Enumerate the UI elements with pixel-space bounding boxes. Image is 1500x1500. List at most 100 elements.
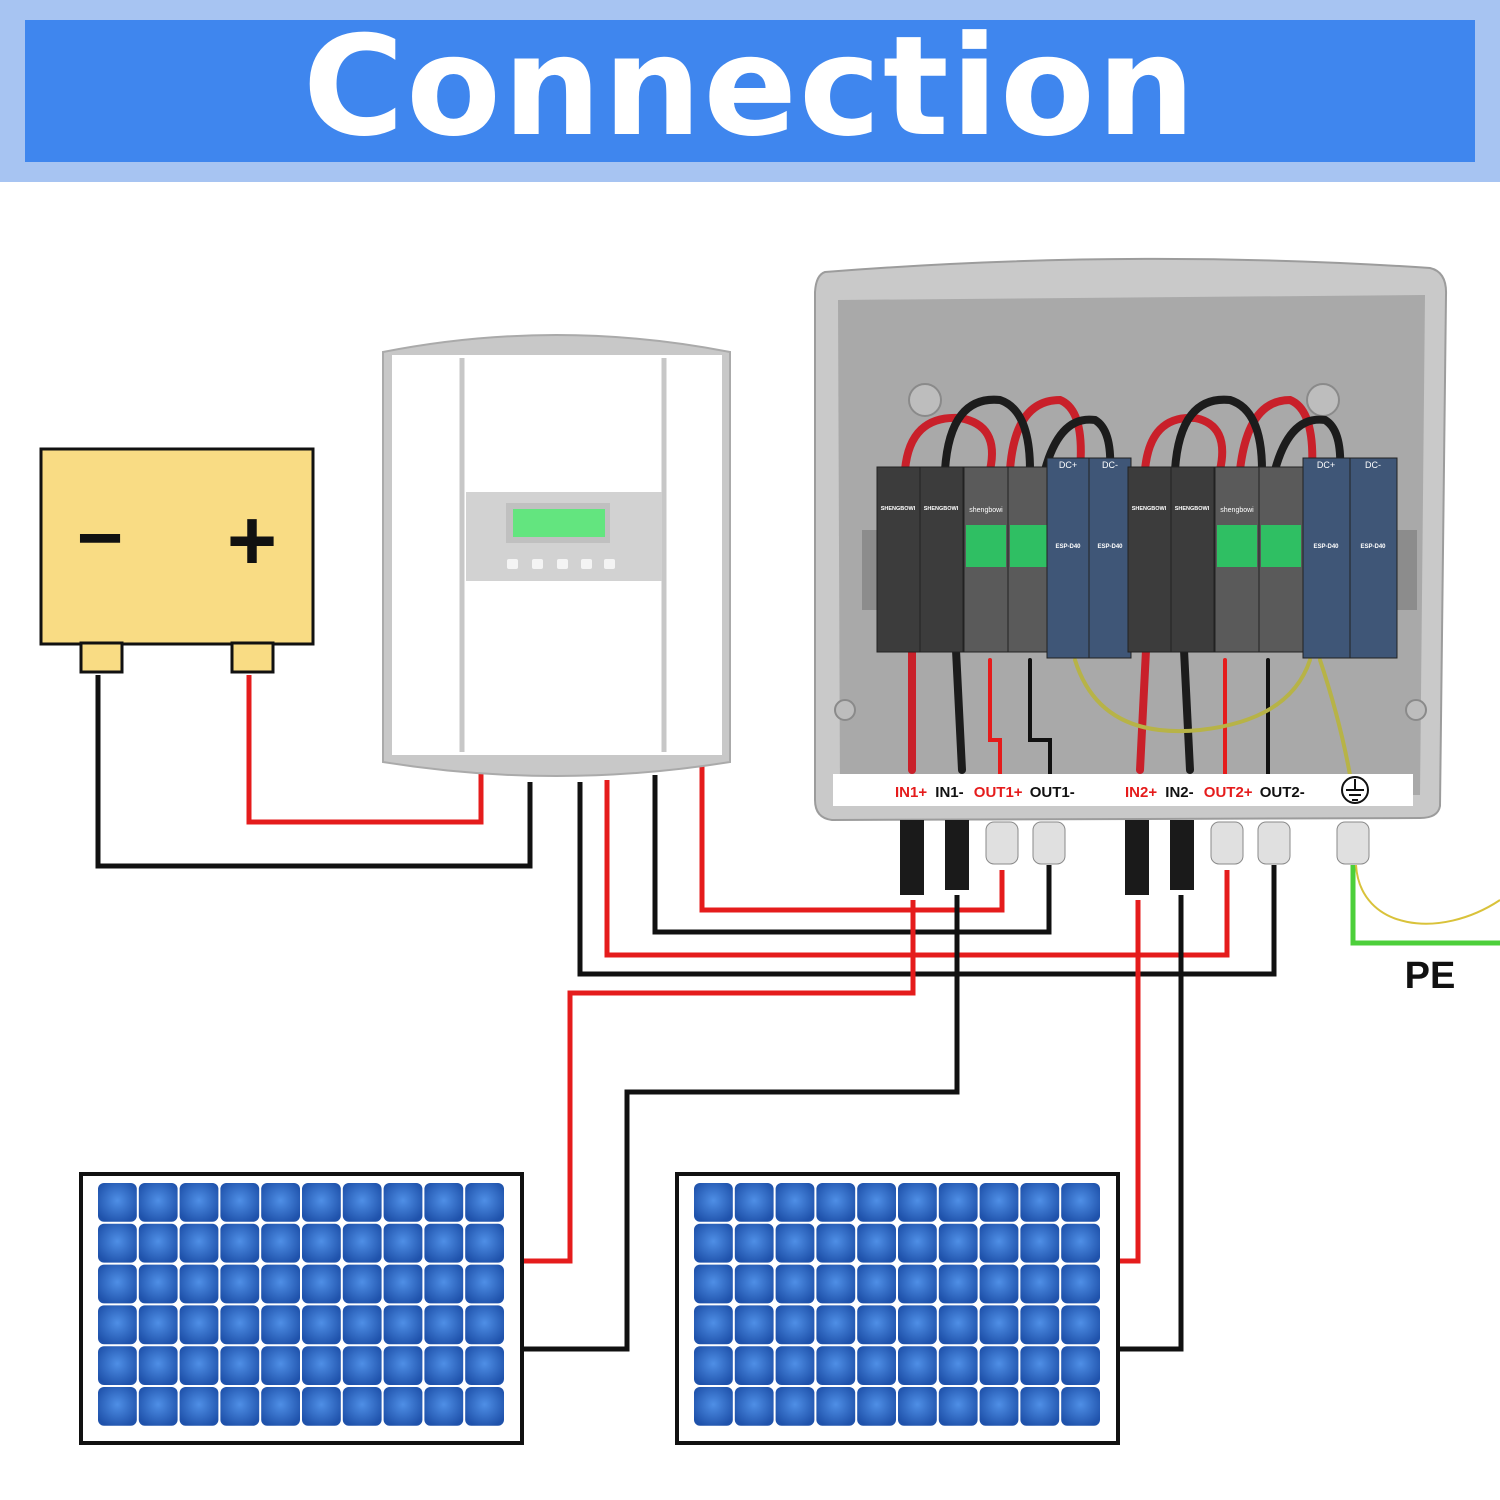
controller-button — [557, 559, 568, 569]
battery-terminal-positive — [230, 641, 275, 674]
surge-protector — [1302, 457, 1351, 659]
terminal-in1-minus: IN1- — [935, 784, 963, 801]
solar-cell — [734, 1387, 774, 1426]
mc4-connector — [1170, 820, 1194, 890]
solar-panel-2 — [675, 1172, 1120, 1445]
internal-wire-red — [1236, 395, 1317, 474]
solar-cell — [898, 1264, 937, 1304]
solar-cell — [775, 1305, 815, 1345]
wire-ctrl-out2-neg — [577, 782, 1277, 977]
wire-pe-ground — [1350, 865, 1500, 946]
solar-cell — [383, 1183, 423, 1222]
internal-wire-black — [1271, 415, 1345, 474]
mount-hole-icon — [1306, 383, 1340, 417]
solar-cell — [694, 1305, 733, 1345]
solar-cell — [898, 1223, 937, 1263]
solar-cell — [302, 1183, 341, 1222]
internal-wire-black — [1028, 658, 1052, 777]
terminal-labels: IN1+ IN1- OUT1+ OUT1- — [895, 784, 1075, 801]
internal-wire-black — [952, 646, 966, 774]
solar-cell — [342, 1183, 382, 1222]
mc4-connector — [1125, 820, 1149, 895]
wire-panel2-positive — [1120, 900, 1141, 1264]
module-group-1: SHENGBOWI SHENGBOWI shengbowi DC+ DC- ES… — [876, 457, 1132, 659]
terminal-in2-minus: IN2- — [1165, 784, 1193, 801]
battery: − + — [39, 447, 315, 674]
solar-cell — [302, 1305, 341, 1345]
solar-cell — [775, 1346, 815, 1385]
solar-cell — [342, 1305, 382, 1345]
internal-wiring — [901, 395, 1352, 777]
solar-cell — [938, 1223, 978, 1263]
solar-cell — [734, 1305, 774, 1345]
spd-label: DC+ — [1059, 460, 1077, 470]
solar-cell — [938, 1264, 978, 1304]
solar-cell — [816, 1305, 856, 1345]
terminal-out2-plus: OUT2+ — [1204, 784, 1253, 801]
solar-cell — [424, 1264, 464, 1304]
solar-cell — [302, 1223, 341, 1263]
wire-ctrl-out1-neg — [652, 775, 1052, 935]
solar-cell — [775, 1264, 815, 1304]
solar-cell — [979, 1305, 1019, 1345]
solar-cell — [979, 1183, 1019, 1222]
solar-cell — [857, 1387, 896, 1426]
solar-cell — [98, 1346, 137, 1385]
solar-cell — [342, 1223, 382, 1263]
breaker-toggle — [1261, 525, 1301, 567]
solar-cell — [179, 1223, 219, 1263]
spd-model: ESP-D40 — [1313, 544, 1339, 550]
solar-cell — [857, 1264, 896, 1304]
terminal-labels: IN2+ IN2- OUT2+ OUT2- — [1125, 784, 1305, 801]
solar-cell — [424, 1346, 464, 1385]
cable-gland — [985, 821, 1019, 865]
mount-hole-icon — [1405, 699, 1427, 721]
solar-cell — [138, 1305, 178, 1345]
wire-pe-ground-yellow — [1355, 864, 1500, 925]
solar-cell — [465, 1387, 504, 1426]
solar-cell — [261, 1305, 300, 1345]
breaker-brand: shengbowi — [969, 507, 1003, 514]
battery-terminal-negative — [79, 641, 124, 674]
cable-gland — [1257, 821, 1291, 865]
solar-cell — [1020, 1223, 1060, 1263]
solar-cell — [179, 1183, 219, 1222]
solar-cell — [1061, 1387, 1100, 1426]
solar-cell — [857, 1183, 896, 1222]
solar-cell — [857, 1346, 896, 1385]
breaker-toggle — [1010, 525, 1050, 567]
solar-cell — [220, 1264, 260, 1304]
solar-cell — [383, 1346, 423, 1385]
solar-cell — [302, 1346, 341, 1385]
internal-wire-black — [1171, 395, 1266, 474]
surge-protector — [1349, 457, 1398, 659]
terminal-out2-minus: OUT2- — [1260, 784, 1305, 801]
solar-cell — [938, 1183, 978, 1222]
solar-cell — [775, 1183, 815, 1222]
solar-cell — [383, 1387, 423, 1426]
solar-cell — [694, 1346, 733, 1385]
controller-button — [507, 559, 518, 569]
solar-cell — [179, 1387, 219, 1426]
surge-protector — [1046, 457, 1090, 659]
battery-plus-label: + — [227, 493, 277, 589]
solar-cell — [383, 1264, 423, 1304]
solar-cell — [465, 1264, 504, 1304]
terminal-out1-plus: OUT1+ — [974, 784, 1023, 801]
solar-panel-1 — [79, 1172, 524, 1445]
surge-protector — [1088, 457, 1132, 659]
solar-cell — [816, 1387, 856, 1426]
solar-cell — [1020, 1346, 1060, 1385]
solar-cell — [302, 1387, 341, 1426]
spd-label: DC- — [1365, 460, 1381, 470]
solar-cell — [898, 1346, 937, 1385]
solar-cell — [138, 1183, 178, 1222]
cable-gland — [1032, 821, 1066, 865]
mc4-connector — [900, 820, 924, 895]
solar-cell — [465, 1223, 504, 1263]
solar-cell — [98, 1387, 137, 1426]
spd-label: DC- — [1102, 460, 1118, 470]
solar-cell — [979, 1223, 1019, 1263]
solar-cell — [1061, 1183, 1100, 1222]
solar-cell — [775, 1387, 815, 1426]
